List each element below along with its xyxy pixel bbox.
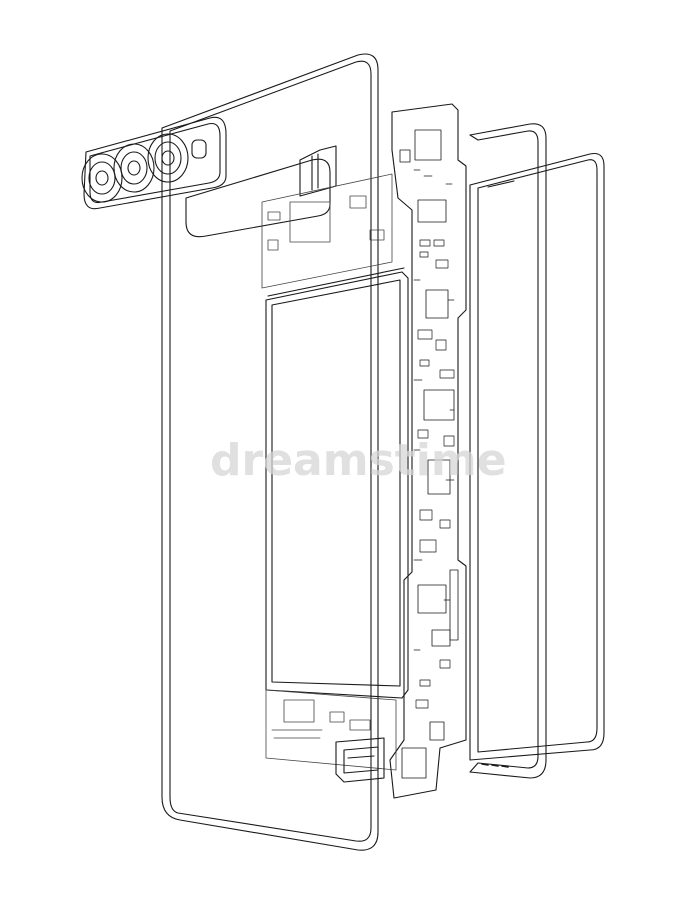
back-panel [161, 53, 379, 851]
flex-connector [299, 145, 337, 197]
camera-lens-1 [81, 153, 123, 203]
camera-lens-2 [113, 143, 155, 193]
watermark-text: dreamstime [210, 435, 507, 486]
phone-frame [469, 123, 547, 779]
lower-internals [265, 689, 397, 771]
flash-icon [191, 139, 207, 159]
camera-module [81, 116, 331, 238]
board-components [413, 169, 455, 709]
camera-lens-3 [147, 133, 189, 183]
upper-internals [261, 173, 393, 289]
logic-board [389, 103, 467, 799]
screen-panel [469, 152, 605, 761]
speaker-grille [481, 763, 509, 768]
usb-port [335, 737, 385, 783]
